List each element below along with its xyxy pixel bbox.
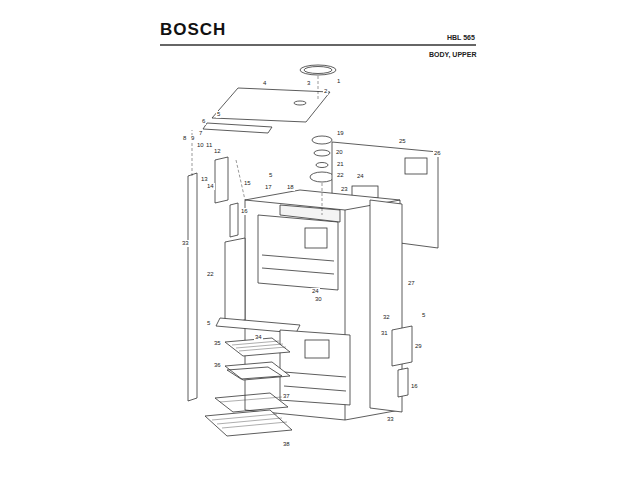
callout-number: 19 xyxy=(336,130,345,137)
header-label: BODY, UPPER xyxy=(428,50,477,59)
callout-number: 4 xyxy=(262,80,267,87)
callout-number: 31 xyxy=(380,330,389,337)
callout-number: 1 xyxy=(336,78,341,85)
callout-number: 17 xyxy=(264,184,273,191)
callout-number: 29 xyxy=(414,343,423,350)
callout-number: 33 xyxy=(386,416,395,423)
callout-number: 5 xyxy=(216,111,221,118)
callout-number: 5 xyxy=(421,312,426,319)
brand-title: BOSCH xyxy=(160,20,226,40)
callout-number: 30 xyxy=(314,296,323,303)
callout-number: 7 xyxy=(198,130,203,137)
callout-number: 15 xyxy=(243,180,252,187)
callout-number: 9 xyxy=(190,135,195,142)
callout-number: 14 xyxy=(206,183,215,190)
callout-number: 8 xyxy=(182,135,187,142)
callout-number: 32 xyxy=(382,314,391,321)
callout-number: 18 xyxy=(286,184,295,191)
callout-number: 26 xyxy=(433,150,442,157)
callout-number: 23 xyxy=(340,186,349,193)
header-label: HBL 565 xyxy=(446,33,476,42)
callout-number: 24 xyxy=(356,173,365,180)
callout-number: 33 xyxy=(181,240,190,247)
callout-number: 22 xyxy=(336,172,345,179)
callout-number: 21 xyxy=(336,161,345,168)
callout-number: 36 xyxy=(213,362,222,369)
callout-number: 2 xyxy=(323,88,328,95)
callout-number: 34 xyxy=(254,334,263,341)
callout-number: 20 xyxy=(335,149,344,156)
callout-number: 10 xyxy=(196,142,205,149)
callout-number: 27 xyxy=(407,280,416,287)
callout-number: 16 xyxy=(240,208,249,215)
callout-number: 11 xyxy=(205,142,213,149)
callout-number: 12 xyxy=(213,148,222,155)
callout-number: 6 xyxy=(201,118,206,125)
callout-number: 22 xyxy=(206,271,215,278)
callout-number: 24 xyxy=(311,288,320,295)
callout-number: 16 xyxy=(410,383,419,390)
callout-number: 25 xyxy=(398,138,407,145)
callout-number: 37 xyxy=(282,393,291,400)
callout-number: 5 xyxy=(268,172,273,179)
callout-number: 38 xyxy=(282,441,291,448)
callout-number: 35 xyxy=(213,340,222,347)
callout-number: 3 xyxy=(306,80,311,87)
callout-number: 5 xyxy=(206,320,211,327)
callout-number: 13 xyxy=(200,176,209,183)
